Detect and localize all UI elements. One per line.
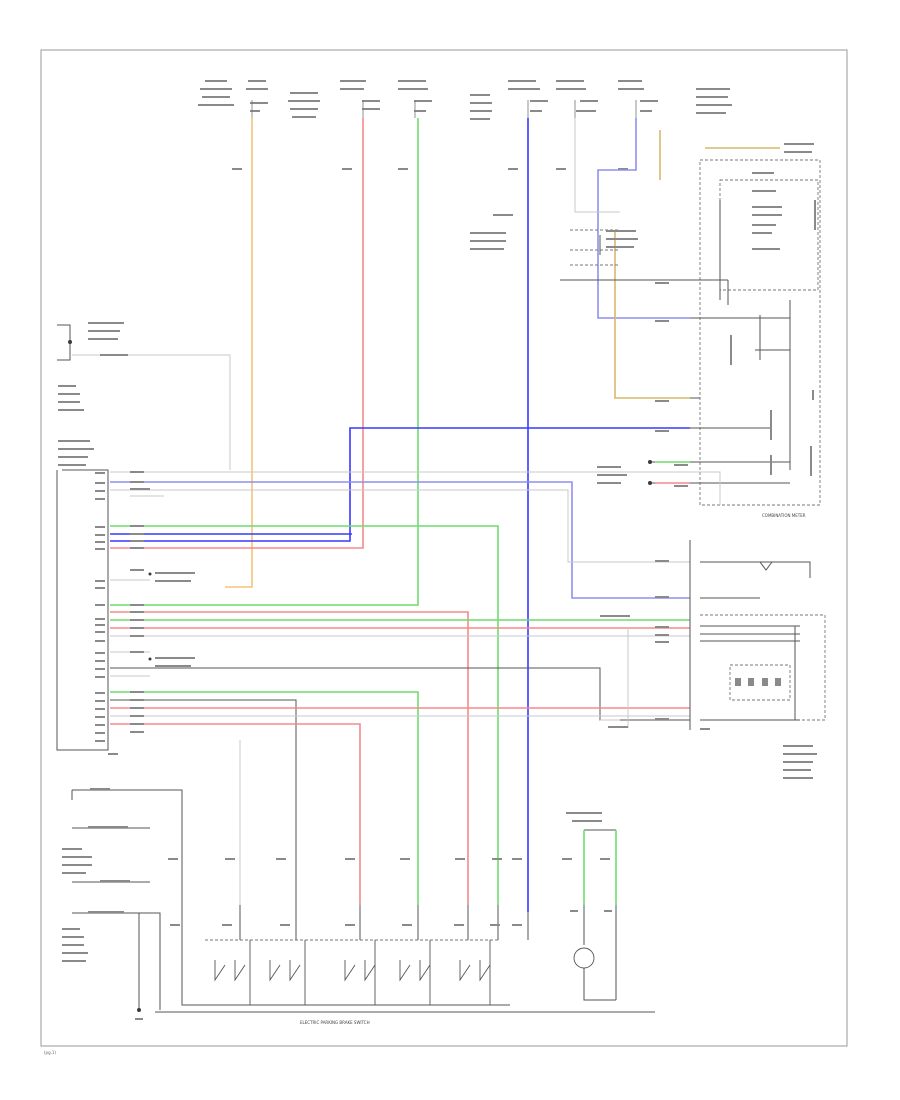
parking-brake-switch: ELECTRIC PARKING BRAKE SWITCH [155,858,655,1025]
fuse-connector-marks [251,100,637,118]
wire-tan-top [659,130,780,180]
combination-meter-label: COMBINATION METER [762,513,806,518]
diagram-frame [40,49,848,1047]
relay-junction [470,214,690,281]
right-lower-ecu [689,540,826,779]
wire-red-top [110,118,364,549]
parking-brake-switch-label: ELECTRIC PARKING BRAKE SWITCH [300,1020,370,1025]
page-ref: (pg.1) [44,1050,56,1055]
top-fuse-labels [198,80,814,170]
wire-blue-to-meter [110,427,690,542]
wire-orange-top [225,118,253,588]
left-ecu-block [56,322,231,755]
wire-tan [614,232,690,399]
wire-green-top [110,118,419,606]
wire-violet [597,118,690,319]
combination-meter: COMBINATION METER [597,159,821,518]
lower-left-components [62,788,183,1020]
indicator-lamp [562,812,617,1001]
wire-gray-stub [574,118,620,213]
harness-wires [110,471,721,905]
harness-marks [130,471,669,733]
